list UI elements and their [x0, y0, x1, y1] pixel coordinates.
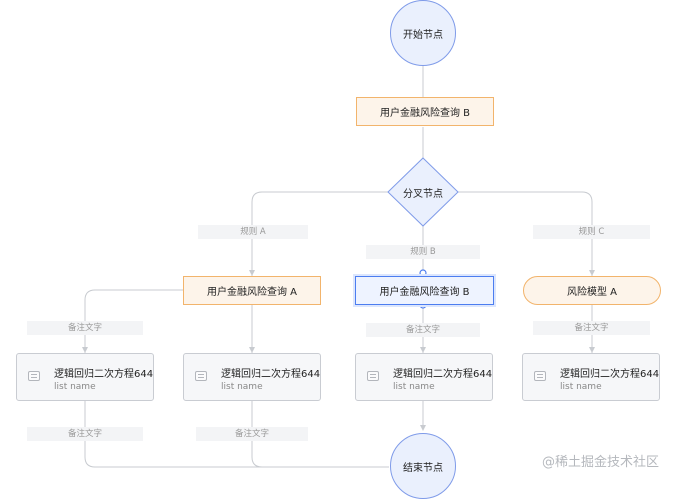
watermark: @稀土掘金技术社区 — [542, 455, 660, 470]
query-b-top-node[interactable]: 用户金融风险查询 B — [356, 97, 494, 126]
rule-label-b: 规则 B — [366, 245, 480, 259]
model-card-3[interactable]: 逻辑回归二次方程644 list name — [355, 353, 493, 401]
arrowhead-end — [420, 425, 426, 431]
model-card-1[interactable]: 逻辑回归二次方程644 list name — [16, 353, 154, 401]
branch-node[interactable]: 分叉节点 — [388, 180, 458, 204]
end-node[interactable]: 结束节点 — [390, 433, 456, 499]
branch-node-label: 分叉节点 — [403, 188, 443, 200]
card-subtitle: list name — [393, 382, 435, 392]
card-title: 逻辑回归二次方程644 — [560, 369, 660, 380]
note-label-5: 备注文字 — [196, 427, 308, 441]
card-subtitle: list name — [54, 382, 96, 392]
rule-label-a: 规则 A — [198, 225, 308, 239]
list-icon — [195, 371, 207, 381]
note-label-3: 备注文字 — [533, 321, 650, 335]
rule-label-c: 规则 C — [533, 225, 650, 239]
flow-canvas: 开始节点 用户金融风险查询 B 分叉节点 规则 A 规则 B 规则 C 用户金融… — [16, 0, 661, 499]
query-b-top-label: 用户金融风险查询 B — [379, 108, 471, 119]
model-card-4[interactable]: 逻辑回归二次方程644 list name — [522, 353, 660, 401]
query-b-selected-node[interactable]: 用户金融风险查询 B — [355, 276, 494, 305]
list-icon — [367, 371, 379, 381]
card-subtitle: list name — [221, 382, 263, 392]
card-title: 逻辑回归二次方程644 — [221, 369, 321, 380]
query-a-label: 用户金融风险查询 A — [206, 287, 298, 298]
list-icon — [28, 371, 40, 381]
flow-edges — [82, 64, 595, 468]
note-label-2: 备注文字 — [366, 323, 480, 337]
end-node-label: 结束节点 — [403, 462, 443, 474]
note-label-4: 备注文字 — [27, 427, 143, 441]
card-title: 逻辑回归二次方程644 — [393, 369, 493, 380]
risk-model-label: 风险模型 A — [566, 287, 618, 298]
card-title: 逻辑回归二次方程644 — [54, 369, 154, 380]
risk-model-node[interactable]: 风险模型 A — [523, 276, 661, 305]
note-label-1: 备注文字 — [27, 321, 143, 335]
list-icon — [534, 371, 546, 381]
start-node-label: 开始节点 — [403, 29, 443, 41]
query-b-selected-label: 用户金融风险查询 B — [379, 287, 470, 298]
query-a-node[interactable]: 用户金融风险查询 A — [183, 276, 321, 305]
model-card-2[interactable]: 逻辑回归二次方程644 list name — [183, 353, 321, 401]
start-node[interactable]: 开始节点 — [390, 0, 456, 66]
card-subtitle: list name — [560, 382, 602, 392]
